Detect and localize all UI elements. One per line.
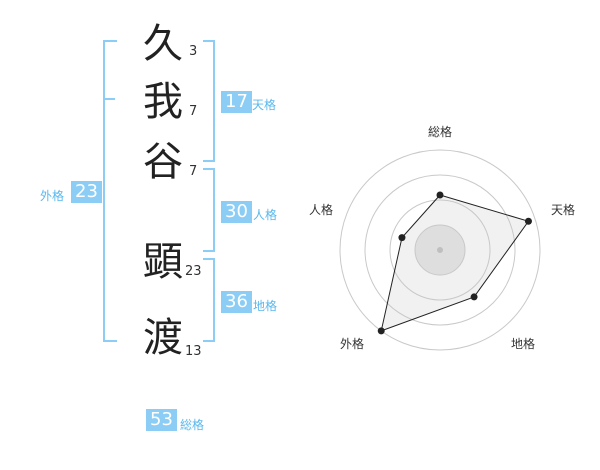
- radar-data-area: [380, 194, 530, 332]
- stroke-count-1: 3: [189, 44, 198, 59]
- tenkaku-value-badge: 17: [221, 91, 252, 113]
- stroke-count-4: 23: [185, 264, 202, 279]
- stroke-count-2: 7: [189, 104, 198, 119]
- chikaku-value-badge: 36: [221, 291, 252, 313]
- name-char-3: 谷: [143, 139, 183, 185]
- radar-axis-label-jinkaku: 人格: [309, 203, 334, 217]
- radar-point-4: [377, 327, 385, 335]
- radar-ring: [364, 174, 516, 326]
- radar-points: [377, 191, 532, 335]
- gaikaku-value-badge: 23: [71, 181, 102, 203]
- chikaku-label: 地格: [253, 299, 278, 313]
- stroke-count-5: 13: [185, 344, 202, 359]
- jinkaku-value-badge: 30: [221, 201, 252, 223]
- radar-grid: [339, 149, 541, 351]
- radar-axis-label-soukaku: 総格: [428, 125, 453, 139]
- radar-ring: [339, 149, 541, 351]
- gaikaku-label: 外格: [40, 189, 65, 203]
- gaikaku-bracket-mid: [103, 98, 115, 100]
- name-char-1: 久: [143, 21, 183, 67]
- radar-point-5: [398, 234, 406, 242]
- tenkaku-label: 天格: [252, 98, 277, 112]
- radar-point-1: [436, 191, 444, 199]
- soukaku-value-badge: 53: [146, 409, 177, 431]
- radar-ring: [389, 199, 491, 301]
- radar-axis-label-chikaku: 地格: [511, 337, 536, 351]
- name-char-5: 渡: [143, 315, 183, 361]
- radar-point-3: [470, 293, 478, 301]
- jinkaku-label: 人格: [253, 208, 278, 222]
- tenkaku-bracket: [203, 40, 215, 162]
- radar-center-dot: [437, 247, 443, 253]
- radar-axis-label-gaikaku: 外格: [340, 337, 365, 351]
- name-char-2: 我: [143, 79, 183, 125]
- gaikaku-bracket: [103, 40, 117, 342]
- name-char-4: 顕: [143, 239, 183, 285]
- stroke-count-3: 7: [189, 164, 198, 179]
- jinkaku-bracket: [203, 168, 215, 252]
- chikaku-bracket: [203, 258, 215, 342]
- soukaku-label: 総格: [180, 418, 205, 432]
- radar-axis-label-tenkaku: 天格: [551, 203, 576, 217]
- radar-point-2: [524, 217, 532, 225]
